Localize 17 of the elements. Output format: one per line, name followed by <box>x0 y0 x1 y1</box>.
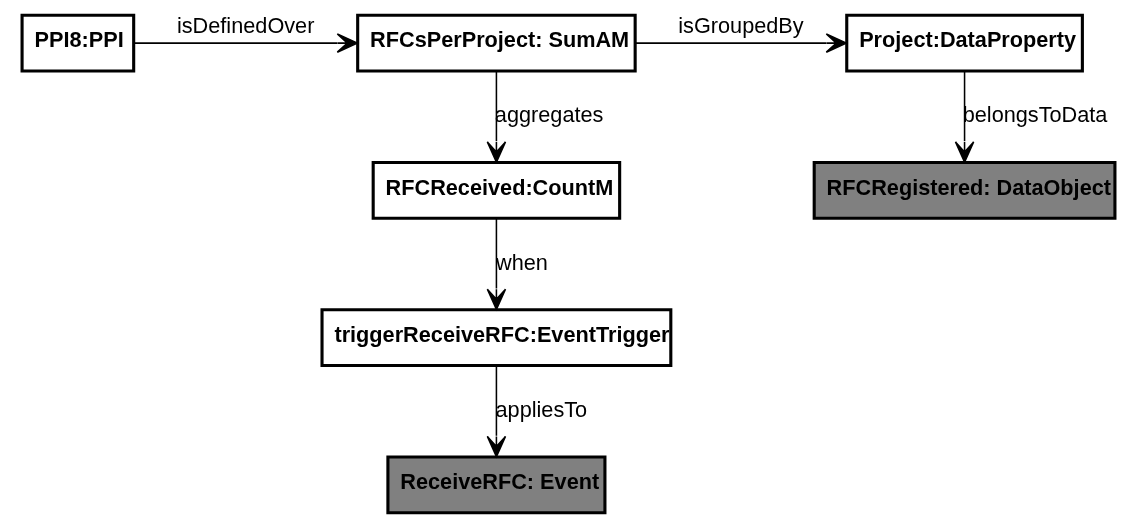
arrow <box>486 69 507 163</box>
edge-label: belongsToData <box>962 101 1108 127</box>
arrow <box>133 32 359 53</box>
edge-label: isDefinedOver <box>176 12 315 38</box>
edge-label: when <box>496 249 548 275</box>
node-box: RFCRegistered: DataObject <box>812 160 1117 220</box>
edge-label: isGroupedBy <box>678 12 804 38</box>
node-box: RFCsPerProject: SumAM <box>356 13 637 73</box>
node-box: ReceiveRFC: Event <box>386 454 607 514</box>
arrow <box>486 217 507 310</box>
node-box: PPI8:PPI <box>20 13 136 73</box>
arrow <box>634 32 848 53</box>
node-box: Project:DataProperty <box>845 13 1084 73</box>
node-box: triggerReceiveRFC:EventTrigger <box>320 307 673 367</box>
node-box: RFCReceived:CountM <box>371 160 622 220</box>
edge-label: appliesTo <box>495 396 588 422</box>
arrow <box>486 364 507 457</box>
